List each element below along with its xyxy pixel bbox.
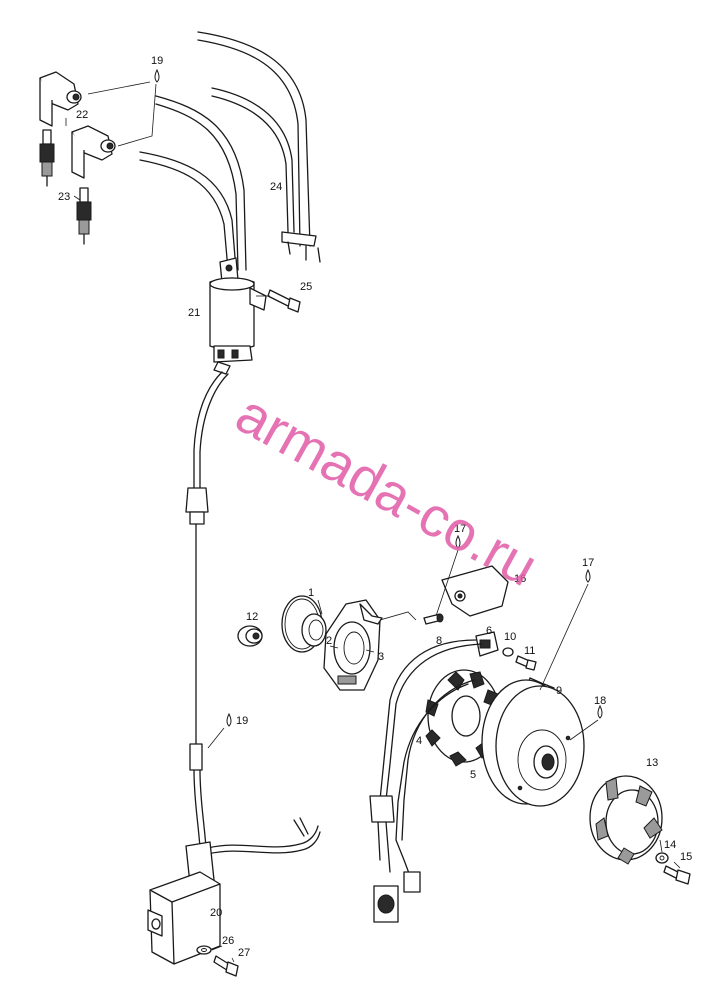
drop-icon-17b [585,568,591,583]
callout-12: 12 [246,611,258,623]
callout-22: 22 [76,109,88,121]
oil-seal [301,613,327,647]
spark-plug-upper [39,129,55,187]
ht-leads [139,31,321,271]
callout-13: 13 [646,757,658,769]
drop-icon-17a [455,534,461,549]
coil-to-cdi-wire [185,371,229,849]
callout-27: 27 [238,947,250,959]
spark-plug-lower [76,187,92,245]
ignition-coil [209,257,267,375]
callout-8: 8 [436,635,442,647]
callout-labels: 19 22 23 24 25 21 17 16 17 1 2 3 12 8 6 … [58,55,692,959]
drop-icon-19b [226,712,232,727]
callout-3: 3 [378,651,384,663]
callout-10: 10 [504,631,516,643]
callout-17a: 17 [454,523,466,535]
callout-25: 25 [300,281,312,293]
drop-icon-19a [154,68,160,83]
washer-10 [502,647,514,657]
callout-15: 15 [680,851,692,863]
flywheel-bolt [663,865,691,885]
callout-23: 23 [58,191,70,203]
drop-icon-18 [597,704,603,719]
callout-26: 26 [222,935,234,947]
screw-11 [515,655,537,671]
flywheel-cover-ring [589,775,663,865]
pickup-cover [441,565,509,617]
callout-4: 4 [416,735,422,747]
grommet [237,625,263,647]
callout-2: 2 [326,635,332,647]
cdi-unit [147,817,321,965]
stator-plate [323,599,417,691]
callout-19a: 19 [151,55,163,67]
callout-9: 9 [556,685,562,697]
coil-bolt [267,289,301,313]
screw-8 [423,613,444,625]
spark-plug-cap-upper [39,71,82,127]
callout-16: 16 [514,573,526,585]
callout-19b: 19 [236,715,248,727]
callout-1: 1 [308,587,314,599]
callout-11: 11 [524,645,535,657]
flywheel-washer [655,852,669,864]
spark-plug-cap-lower [71,125,116,179]
leader-lines [65,81,681,963]
cdi-washer [196,945,212,955]
callout-17b: 17 [582,557,594,569]
flywheel [481,679,585,807]
callout-20: 20 [210,907,222,919]
callout-24: 24 [270,181,282,193]
stator-harness [369,639,483,923]
callout-6: 6 [486,625,492,637]
pickup-coil [475,631,499,657]
watermark: armada-co.ru [226,381,548,598]
callout-14: 14 [664,839,676,851]
cdi-bolt [213,955,239,977]
callout-18: 18 [594,695,606,707]
callout-21: 21 [188,307,200,319]
callout-5: 5 [470,769,476,781]
